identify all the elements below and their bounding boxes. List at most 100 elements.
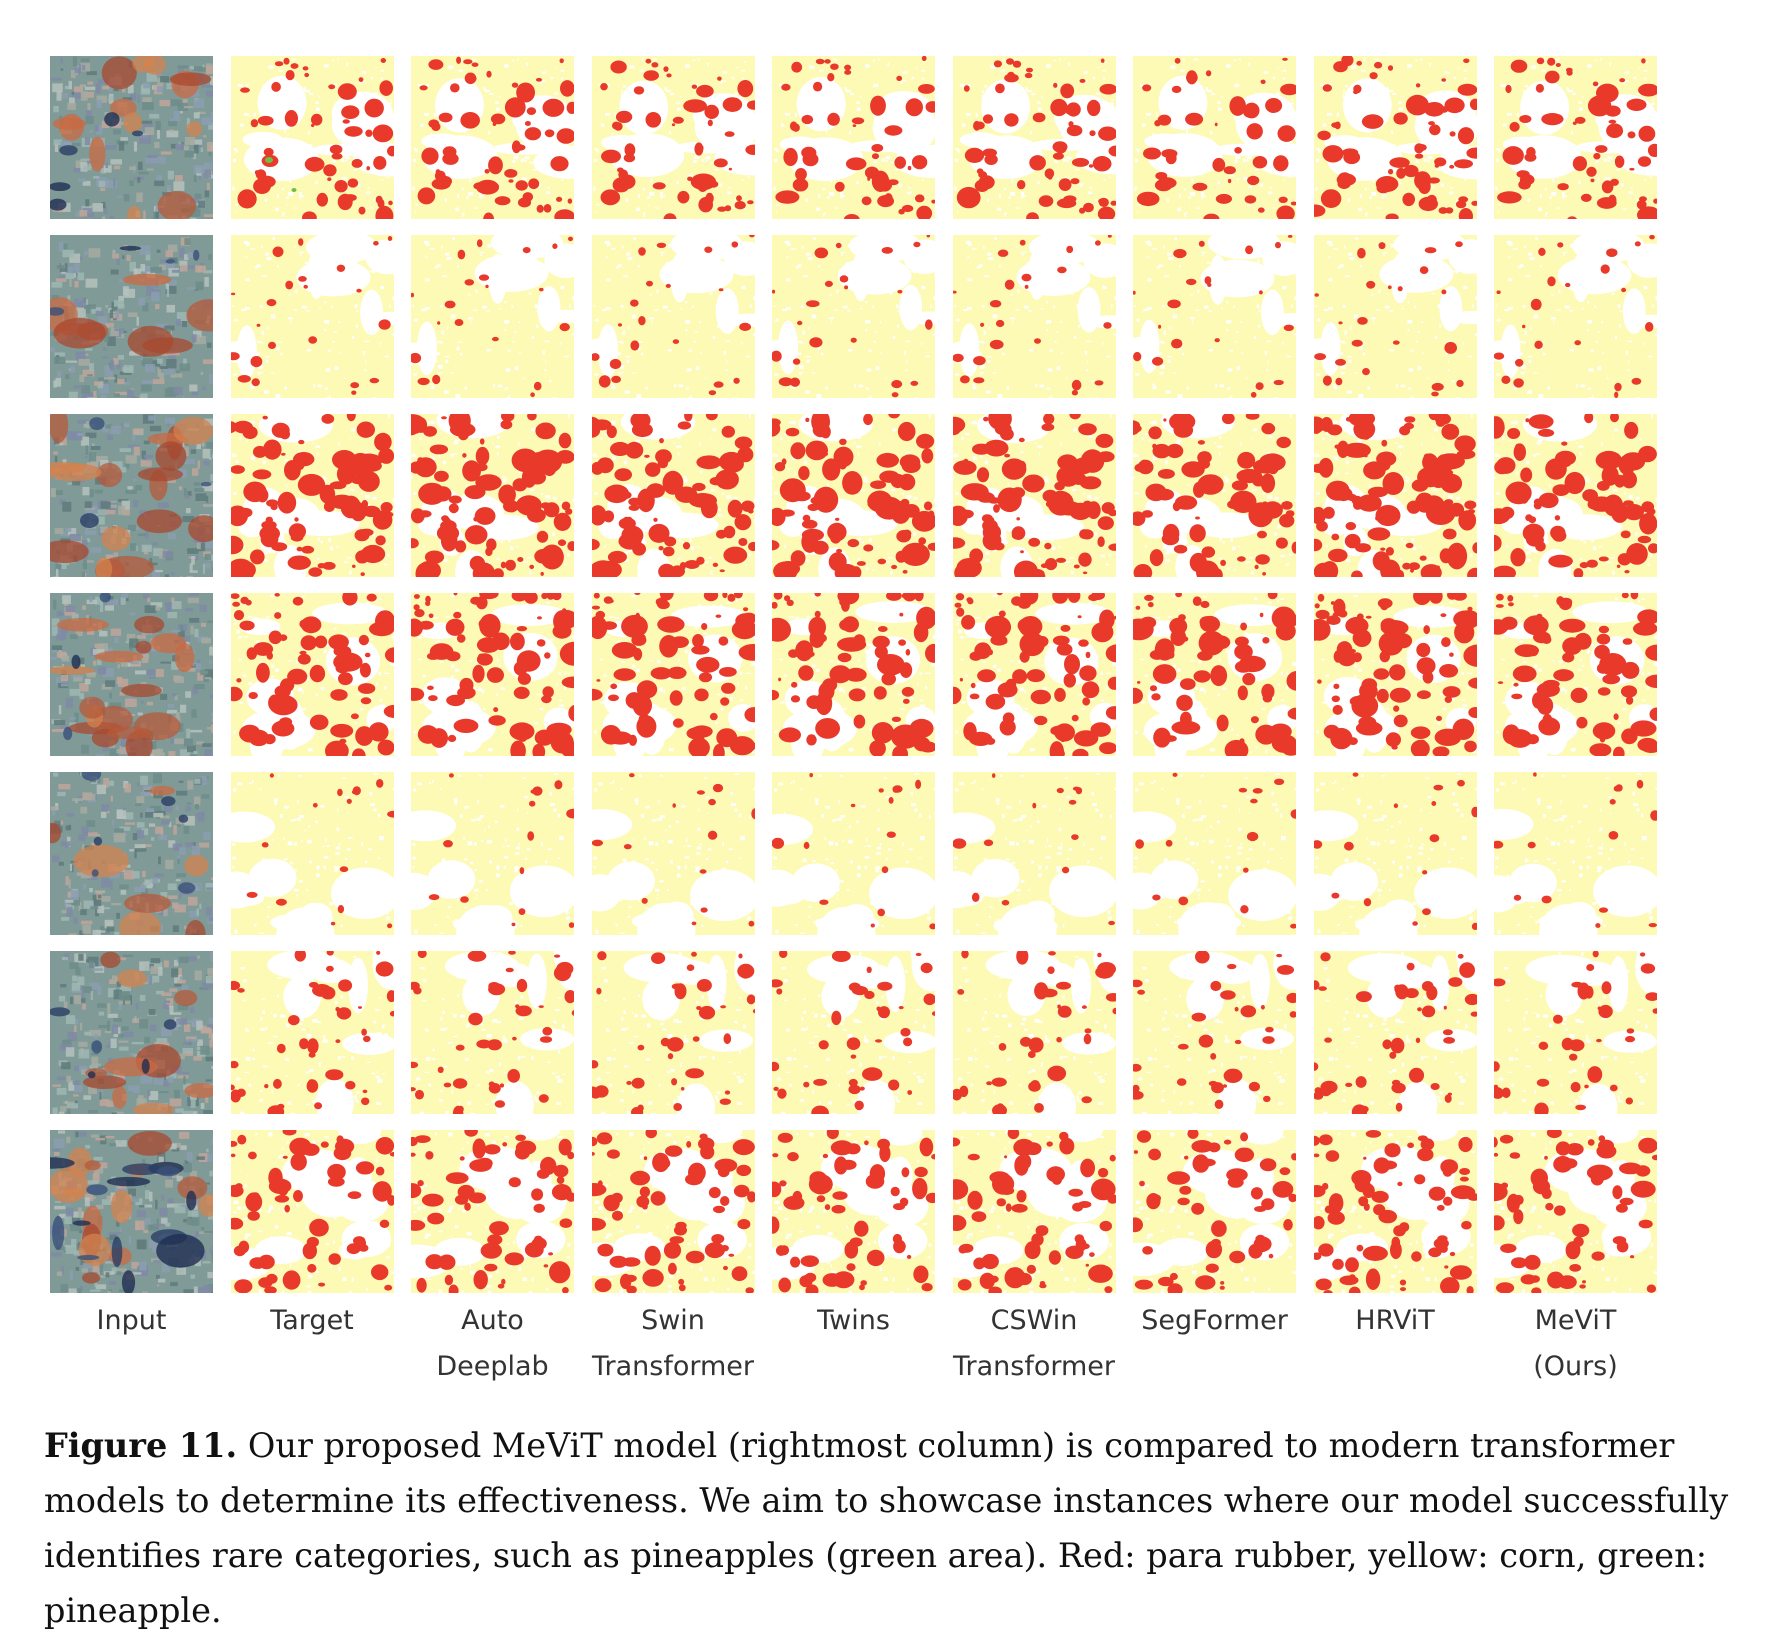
cell-image (1133, 235, 1296, 398)
input-image-input-row-4 (50, 593, 213, 756)
segmentation-mask-target-row-3 (231, 414, 394, 577)
cell-image (1494, 772, 1657, 935)
column-label-line: Deeplab (398, 1344, 588, 1390)
column-label-line: Target (217, 1298, 407, 1344)
cell-image (953, 772, 1116, 935)
segmentation-mask-hrvit-row-7 (1314, 1130, 1477, 1293)
segmentation-mask-target-row-2 (231, 235, 394, 398)
segmentation-mask-auto-deeplab-row-3 (411, 414, 574, 577)
column-label-line: SegFormer (1120, 1298, 1310, 1344)
cell-image (772, 56, 935, 219)
segmentation-mask-twins-row-4 (772, 593, 935, 756)
segmentation-mask-cswin-transformer-row-1 (953, 56, 1116, 219)
cell-image (953, 414, 1116, 577)
segmentation-mask-twins-row-2 (772, 235, 935, 398)
cell-image (772, 593, 935, 756)
segmentation-mask-mevit-row-5 (1494, 772, 1657, 935)
segmentation-mask-swin-transformer-row-2 (592, 235, 755, 398)
cell-image (231, 951, 394, 1114)
cell-image (1494, 1130, 1657, 1293)
segmentation-mask-cswin-transformer-row-5 (953, 772, 1116, 935)
cell-image (411, 772, 574, 935)
cell-image (411, 235, 574, 398)
cell-image (411, 56, 574, 219)
cell-image (1314, 1130, 1477, 1293)
cell-image (772, 951, 935, 1114)
cell-image (1494, 951, 1657, 1114)
cell-image (231, 56, 394, 219)
cell-image (953, 235, 1116, 398)
cell-image (1133, 593, 1296, 756)
segmentation-mask-cswin-transformer-row-6 (953, 951, 1116, 1114)
cell-image (592, 772, 755, 935)
segmentation-mask-target-row-5 (231, 772, 394, 935)
cell-image (772, 772, 935, 935)
input-image-input-row-2 (50, 235, 213, 398)
segmentation-mask-segformer-row-7 (1133, 1130, 1296, 1293)
segmentation-mask-twins-row-1 (772, 56, 935, 219)
segmentation-mask-swin-transformer-row-4 (592, 593, 755, 756)
column-label-line: (Ours) (1481, 1344, 1671, 1390)
segmentation-mask-swin-transformer-row-1 (592, 56, 755, 219)
cell-image (953, 56, 1116, 219)
segmentation-mask-hrvit-row-1 (1314, 56, 1477, 219)
cell-image (231, 593, 394, 756)
segmentation-mask-auto-deeplab-row-2 (411, 235, 574, 398)
segmentation-mask-hrvit-row-4 (1314, 593, 1477, 756)
cell-image (1314, 951, 1477, 1114)
figure-caption: Figure 11. Our proposed MeViT model (rig… (44, 1418, 1744, 1638)
cell-image (1314, 593, 1477, 756)
input-image-input-row-1 (50, 56, 213, 219)
cell-image (953, 1130, 1116, 1293)
column-label-line: HRViT (1300, 1298, 1490, 1344)
column-label-twins: Twins (759, 1298, 949, 1344)
cell-image (1494, 56, 1657, 219)
segmentation-mask-swin-transformer-row-3 (592, 414, 755, 577)
column-label-line: MeViT (1481, 1298, 1671, 1344)
segmentation-mask-hrvit-row-5 (1314, 772, 1477, 935)
segmentation-mask-mevit-row-3 (1494, 414, 1657, 577)
cell-image (1133, 772, 1296, 935)
segmentation-mask-auto-deeplab-row-7 (411, 1130, 574, 1293)
segmentation-mask-auto-deeplab-row-1 (411, 56, 574, 219)
cell-image (592, 56, 755, 219)
segmentation-mask-swin-transformer-row-7 (592, 1130, 755, 1293)
column-label-input: Input (37, 1298, 227, 1344)
cell-image (953, 951, 1116, 1114)
cell-image (50, 56, 213, 219)
segmentation-mask-target-row-1 (231, 56, 394, 219)
cell-image (953, 593, 1116, 756)
cell-image (231, 772, 394, 935)
column-label-segformer: SegFormer (1120, 1298, 1310, 1344)
cell-image (592, 593, 755, 756)
segmentation-mask-mevit-row-2 (1494, 235, 1657, 398)
cell-image (50, 235, 213, 398)
cell-image (1133, 951, 1296, 1114)
segmentation-mask-twins-row-5 (772, 772, 935, 935)
cell-image (1314, 772, 1477, 935)
cell-image (1314, 56, 1477, 219)
column-label-line: Input (37, 1298, 227, 1344)
segmentation-mask-segformer-row-1 (1133, 56, 1296, 219)
cell-image (1494, 593, 1657, 756)
cell-image (772, 1130, 935, 1293)
segmentation-mask-mevit-row-1 (1494, 56, 1657, 219)
segmentation-mask-swin-transformer-row-6 (592, 951, 755, 1114)
segmentation-mask-auto-deeplab-row-4 (411, 593, 574, 756)
segmentation-mask-twins-row-3 (772, 414, 935, 577)
cell-image (1133, 1130, 1296, 1293)
segmentation-mask-cswin-transformer-row-2 (953, 235, 1116, 398)
cell-image (50, 593, 213, 756)
segmentation-mask-segformer-row-2 (1133, 235, 1296, 398)
segmentation-mask-segformer-row-3 (1133, 414, 1296, 577)
segmentation-mask-segformer-row-5 (1133, 772, 1296, 935)
cell-image (1133, 56, 1296, 219)
cell-image (772, 414, 935, 577)
cell-image (1494, 235, 1657, 398)
column-label-target: Target (217, 1298, 407, 1344)
cell-image (592, 1130, 755, 1293)
caption-text: Our proposed MeViT model (rightmost colu… (44, 1426, 1728, 1630)
